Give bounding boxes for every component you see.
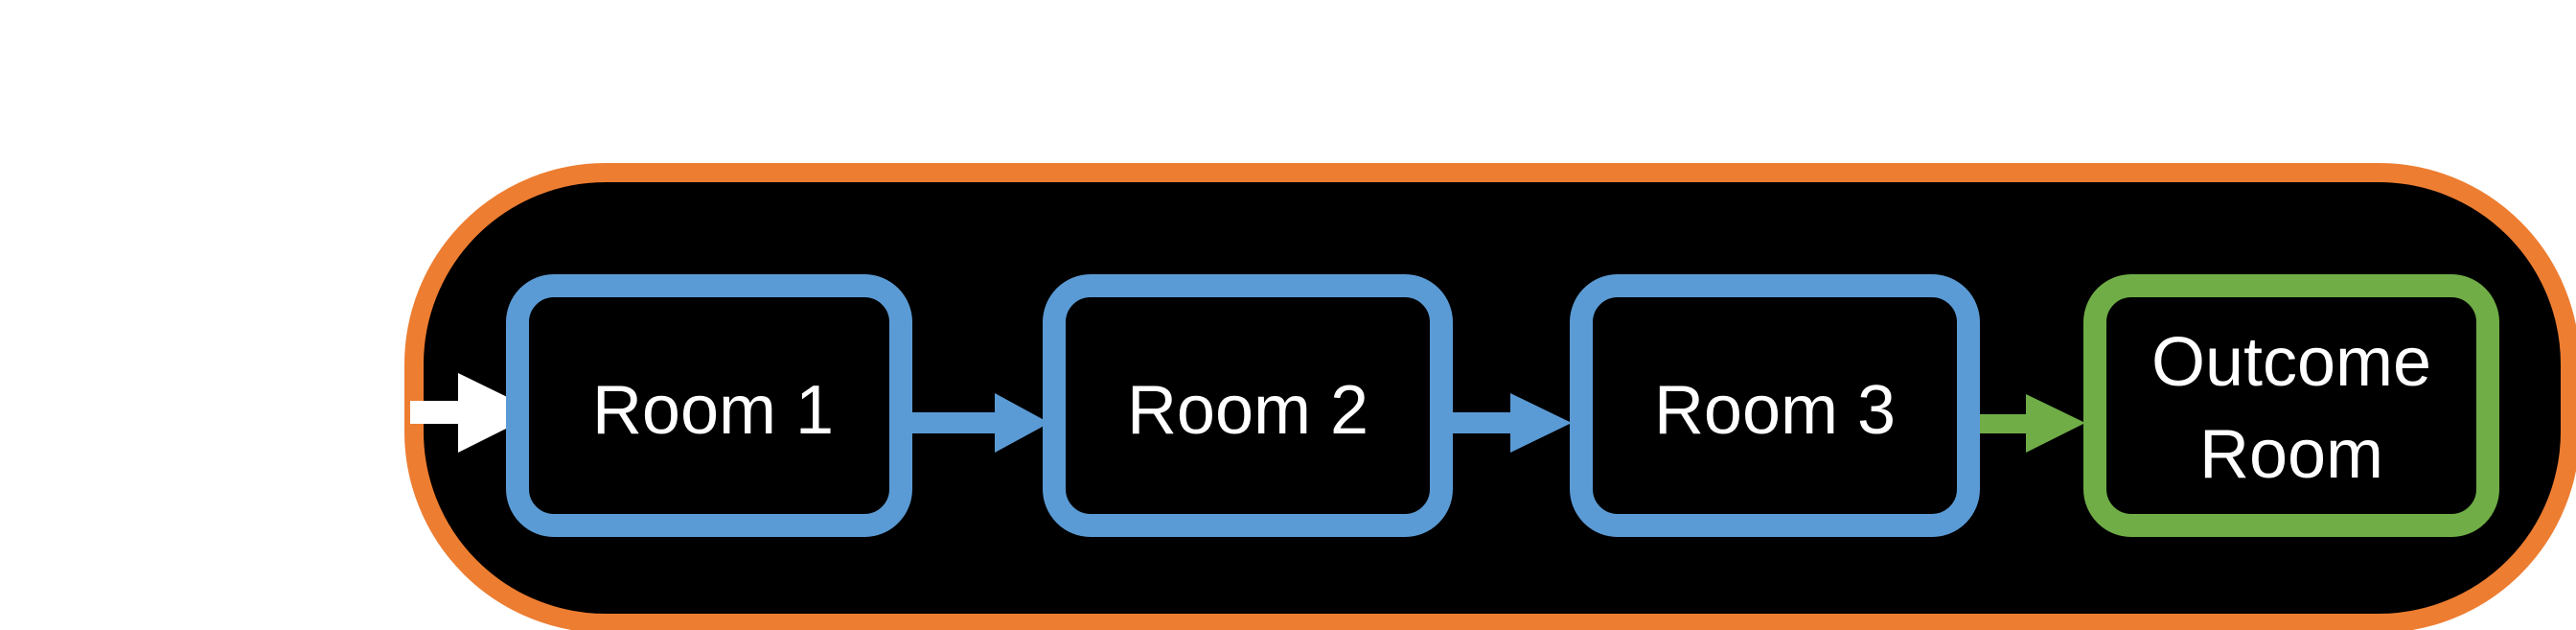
outcome-room-label-line-1: Outcome [2151,324,2431,401]
room-2-label: Room 2 [1127,372,1368,449]
rooms-container [404,163,2576,630]
arrow-room-3-to-outcome-room [1980,394,2085,453]
outcome-room-label-line-2: Room [2199,416,2383,493]
room-1-label: Room 1 [592,372,834,449]
room-2-box [1043,274,1453,537]
entry-arrow [410,373,539,453]
room-3-label: Room 3 [1654,372,1896,449]
room-3-box [1570,274,1980,537]
room-1-box [506,274,912,537]
outcome-room-box [2083,274,2499,537]
arrow-room-1-to-room-2 [912,393,1049,453]
arrow-room-2-to-room-3 [1453,393,1572,453]
